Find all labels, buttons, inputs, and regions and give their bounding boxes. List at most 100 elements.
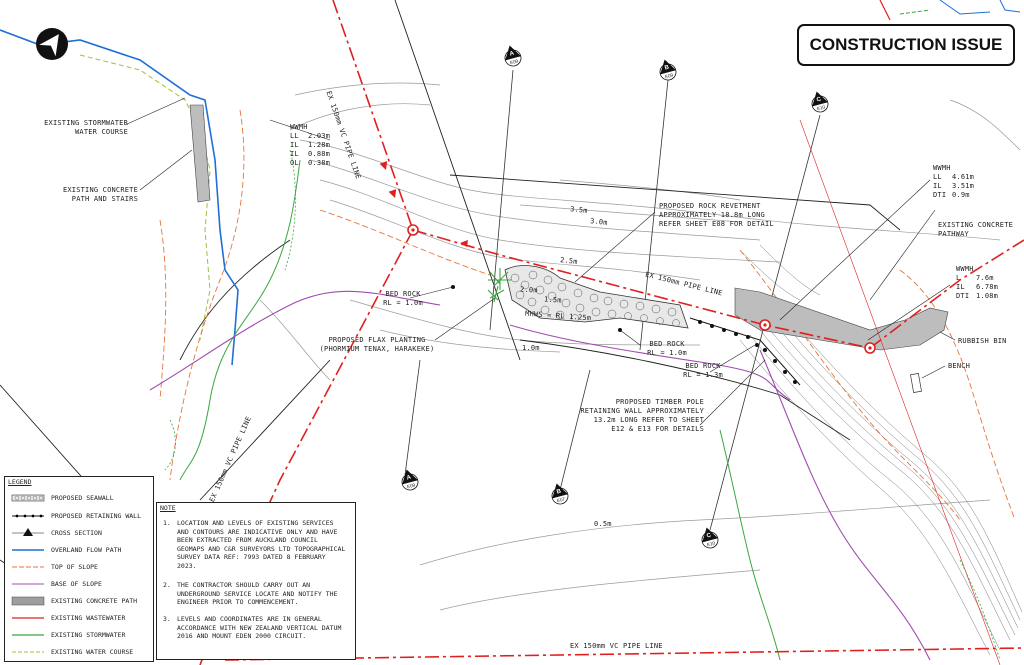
stormwater-line [179, 159, 301, 481]
legend-title: LEGEND [8, 478, 32, 486]
bank-contours [739, 244, 1023, 656]
wwmh-2-key: DTI [933, 191, 947, 199]
label-revetment: PROPOSED ROCK REVETMENT APPROXIMATELY 18… [659, 202, 774, 228]
section-letter: B [556, 489, 562, 496]
wwmh-2-title: WWMH [933, 164, 951, 172]
overland-flow-path [0, 29, 239, 366]
top-of-slope-symbol [12, 566, 44, 568]
label-timber-wall: PROPOSED TIMBER POLE RETAINING WALL APPR… [580, 398, 704, 433]
contour-label-2-0: 2.0m [519, 285, 538, 295]
label-concrete-path: EXISTING CONCRETE PATH AND STAIRS [62, 186, 138, 203]
flax-planting [487, 268, 512, 303]
stormwater-symbol [12, 634, 44, 636]
wwmh-1-title: WWMH [290, 123, 308, 131]
wastewater-arrows [379, 161, 468, 247]
section-letter: B [664, 65, 670, 72]
note-title: NOTE [160, 504, 176, 512]
section-sheet: E09 [510, 58, 520, 65]
north-arrow-icon [36, 28, 68, 60]
legend-item: EXISTING STORMWATER [51, 631, 126, 639]
note-text: THE CONTRACTOR SHOULD CARRY OUT AN UNDER… [177, 581, 338, 606]
contour-label-0-5: 0.5m [594, 520, 612, 528]
section-sheet: E09 [407, 482, 417, 489]
section-letter: A [509, 51, 515, 58]
wwmh-1-key: IL [290, 150, 299, 158]
contour-label-3-0: 3.0m [589, 217, 609, 227]
section-letter: C [706, 533, 712, 540]
wwmh-1-val: 0.38m [308, 159, 331, 167]
label-concrete-pathway: EXISTING CONCRETE PATHWAY [938, 221, 1014, 238]
section-sheet: E10 [817, 104, 827, 111]
section-sheet: E09 [665, 72, 675, 79]
section-letter: A [406, 475, 412, 482]
concrete-pathway [734, 287, 949, 351]
concrete-path-symbol [11, 596, 45, 606]
overland-flow-symbol [12, 549, 44, 551]
wwmh-1-val: 1.28m [308, 141, 331, 149]
timber-retaining-wall [689, 317, 801, 386]
wwmh-1-val: 2.03m [308, 132, 331, 140]
label-flax: PROPOSED FLAX PLANTING (PHORMIUM TENAX, … [319, 336, 435, 353]
legend-item: TOP OF SLOPE [51, 563, 98, 571]
legend-item: PROPOSED SEAWALL [51, 494, 114, 502]
legend-item: EXISTING CONCRETE PATH [51, 597, 138, 605]
wwmh-2-val: 0.9m [952, 191, 970, 199]
leader-lines [124, 97, 956, 426]
wwmh-3-val: 6.78m [976, 283, 999, 291]
top-of-slope [159, 109, 1016, 521]
wwmh-2-key: LL [933, 173, 942, 181]
wwmh-1-key: LL [290, 132, 299, 140]
contour-label-1-5: 1.5m [543, 295, 562, 305]
wwmh-1-val: 0.88m [308, 150, 331, 158]
contour-label-2-5: 2.5m [559, 256, 579, 266]
base-of-slope-symbol [12, 583, 44, 585]
concrete-path-stairs [189, 104, 211, 203]
notes-box: NOTE 1. LOCATION AND LEVELS OF EXISTING … [156, 502, 356, 660]
section-sheet: E07 [557, 496, 567, 503]
cross-section-symbol [12, 528, 44, 536]
construction-issue-stamp: CONSTRUCTION ISSUE [797, 24, 1015, 66]
section-letter: C [816, 97, 822, 104]
wwmh-3-val: 1.08m [976, 292, 999, 300]
label-stormwater: EXISTING STORMWATER WATER COURSE [44, 119, 128, 136]
note-text: LOCATION AND LEVELS OF EXISTING SERVICES… [177, 519, 346, 570]
label-rubbish-bin: RUBBISH BIN [958, 337, 1007, 345]
base-of-slope [149, 290, 931, 661]
pipe-label-bottom: EX 150mm VC PIPE LINE [570, 642, 663, 650]
label-bench: BENCH [948, 362, 971, 370]
vegetation-edges [164, 149, 1001, 661]
note-text: LEVELS AND COORDINATES ARE IN GENERAL AC… [177, 615, 342, 640]
manholes [407, 224, 876, 354]
label-bed-rock-3: BED ROCK RL = 1.3m [683, 362, 723, 379]
contour-label-3-5: 3.5m [569, 205, 589, 215]
legend-item: EXISTING WASTEWATER [51, 614, 126, 622]
retaining-wall-symbol [12, 514, 44, 518]
wwmh-1-key: OL [290, 159, 299, 167]
label-bed-rock-1: BED ROCK RL = 1.0m [383, 290, 423, 307]
contour-label-1-0: 1.0m [522, 344, 540, 352]
wwmh-1-key: IL [290, 141, 299, 149]
wwmh-2-val: 4.61m [952, 173, 975, 181]
wwmh-2-key: IL [933, 182, 942, 190]
offsite-services [899, 0, 1021, 15]
legend-item: BASE OF SLOPE [51, 580, 102, 588]
bench-symbol [910, 373, 922, 393]
label-bed-rock-2: BED ROCK RL = 1.0m [647, 340, 687, 357]
wwmh-3-title: WWMH [956, 265, 974, 273]
wwmh-3-key: L [956, 274, 961, 282]
legend-item: CROSS SECTION [51, 529, 102, 537]
stormwater-line-2 [719, 429, 781, 661]
legend-item: PROPOSED RETAINING WALL [51, 512, 142, 520]
legend-item: EXISTING WATER COURSE [51, 648, 134, 656]
cross-section-line [799, 119, 1001, 665]
seawall-symbol [11, 494, 45, 502]
note-number: 3. [163, 615, 171, 623]
legend-item: OVERLAND FLOW PATH [51, 546, 122, 554]
